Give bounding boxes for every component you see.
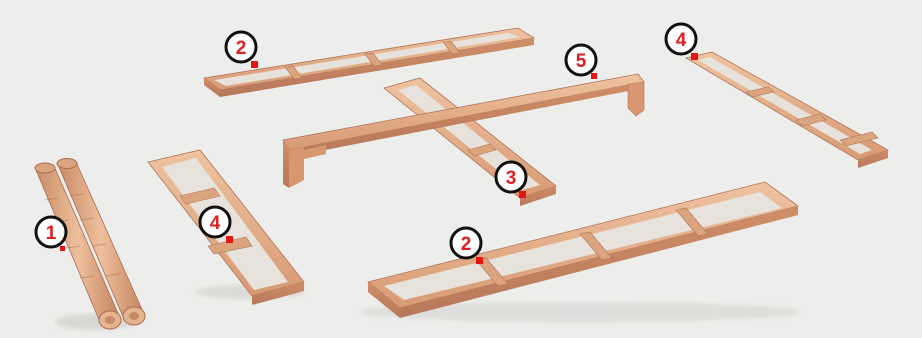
label-part-4-left-number: 4 [210,213,221,234]
label-part-1: 1 [34,215,68,251]
label-part-1-number: 1 [46,223,57,244]
label-part-4-right-number: 4 [676,30,687,51]
part-1-posts [34,158,146,330]
label-part-3: 3 [494,160,528,198]
label-part-5-number: 5 [576,51,587,72]
part-5-rail [282,73,645,188]
marker-part-2-top [251,61,258,68]
label-part-4-right: 4 [664,22,698,60]
label-part-5: 5 [564,43,598,79]
label-part-4-left: 4 [198,205,233,243]
marker-part-1 [60,246,65,251]
marker-part-4-left [226,236,233,243]
marker-part-5 [591,73,597,79]
marker-part-2-bottom [476,257,483,264]
marker-part-4-right [691,53,698,60]
label-part-2-top: 2 [224,30,258,68]
part-4-right-frame [684,51,889,168]
label-part-2-top-number: 2 [236,38,247,59]
label-part-2-bottom-number: 2 [461,234,472,255]
label-part-3-number: 3 [506,168,517,189]
part-2-bottom-frame [360,181,800,322]
part-2-top-frame [203,27,536,97]
marker-part-3 [519,191,526,198]
label-part-2-bottom: 2 [449,226,483,264]
